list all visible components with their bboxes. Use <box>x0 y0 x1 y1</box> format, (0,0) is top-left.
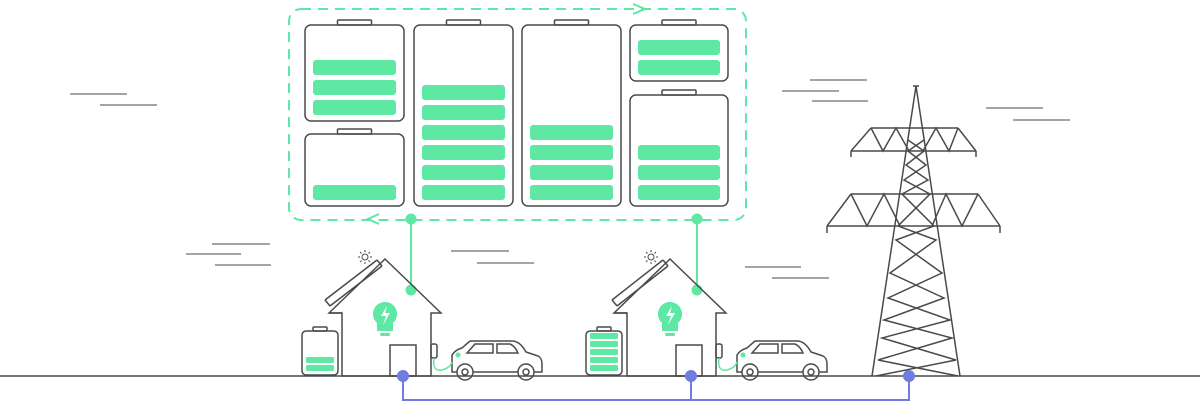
charge-bar <box>530 145 613 160</box>
home-battery-1 <box>301 326 339 376</box>
wall-socket <box>430 343 438 359</box>
storage-dashed-border <box>288 8 747 221</box>
charge-bar <box>422 185 505 200</box>
charge-bar <box>530 125 613 140</box>
charge-bar <box>313 185 396 200</box>
storage-connectors <box>405 213 703 296</box>
battery <box>629 89 729 207</box>
charge-bar <box>638 165 720 180</box>
battery-casing <box>304 133 405 207</box>
charge-bar <box>530 165 613 180</box>
charge-bar <box>422 85 505 100</box>
house-1 <box>324 250 443 377</box>
home-charge-bar <box>590 365 618 371</box>
solar-panel <box>611 259 669 307</box>
sun-icon <box>644 250 658 264</box>
battery-casing <box>304 24 405 122</box>
car-charge-port <box>455 352 461 358</box>
charge-bar <box>313 60 396 75</box>
sky-lines <box>70 79 1070 279</box>
battery-casing <box>521 24 622 207</box>
battery <box>304 128 405 207</box>
battery-casing <box>629 24 729 82</box>
wall-socket <box>715 343 723 359</box>
lightbulb-bolt-icon <box>372 301 398 336</box>
charge-bar <box>422 165 505 180</box>
sun-icon <box>358 250 372 264</box>
solar-panel <box>324 259 383 307</box>
power-pylon-icon <box>826 85 1001 377</box>
charge-bar <box>313 80 396 95</box>
home-charge-bar <box>590 357 618 363</box>
charge-bar <box>422 105 505 120</box>
charge-bar <box>422 125 505 140</box>
charge-bar <box>530 185 613 200</box>
home-charge-bar <box>590 349 618 355</box>
grid-connection <box>397 370 915 401</box>
shared-batteries <box>304 19 729 207</box>
charge-bar <box>638 40 720 55</box>
battery-casing <box>413 24 514 207</box>
home-charge-bar <box>590 333 618 339</box>
house-2 <box>611 250 728 377</box>
charge-bar <box>313 100 396 115</box>
charge-bar <box>638 145 720 160</box>
home-charge-bar <box>590 341 618 347</box>
car-charge-port <box>740 352 746 358</box>
shared-storage-loop <box>288 3 747 225</box>
electric-car-icon <box>736 340 828 381</box>
home-charge-bar <box>306 365 334 371</box>
lightbulb-bolt-icon <box>657 301 683 336</box>
battery <box>304 19 405 122</box>
arrow-icon <box>632 3 648 15</box>
charging-plug-icon <box>717 357 738 371</box>
battery <box>521 19 622 207</box>
charge-bar <box>638 60 720 75</box>
home-charge-bar <box>306 357 334 363</box>
charge-bar <box>638 185 720 200</box>
battery <box>413 19 514 207</box>
charging-plug-icon <box>432 357 453 371</box>
home-battery-2 <box>585 326 623 376</box>
arrow-icon <box>365 213 380 225</box>
battery <box>629 19 729 82</box>
battery-casing <box>629 94 729 207</box>
charge-bar <box>422 145 505 160</box>
electric-car-icon <box>451 340 543 381</box>
